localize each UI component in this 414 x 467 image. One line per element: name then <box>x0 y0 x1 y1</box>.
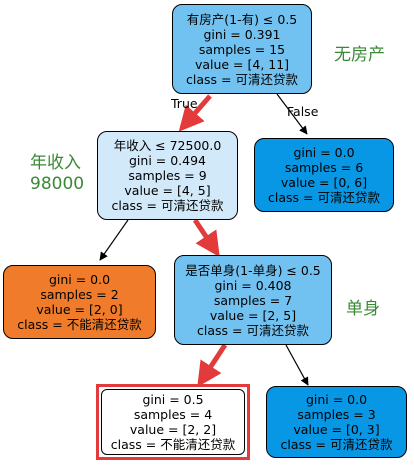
highlight-box <box>96 384 250 460</box>
node-condition: 有房产(1-有) ≤ 0.5 <box>186 11 298 27</box>
node-gini: gini = 0.391 <box>203 26 281 42</box>
tree-leaf-right-top: gini = 0.0 samples = 6 value = [0, 6] cl… <box>254 138 394 212</box>
node-samples: samples = 4 <box>133 407 213 422</box>
node-samples: samples = 7 <box>213 292 293 308</box>
node-gini: gini = 0.408 <box>214 277 292 293</box>
edge-label-false: False <box>287 104 319 119</box>
annotation-income-value: 98000 <box>30 174 85 194</box>
node-class: class = 可清还贷款 <box>197 322 309 338</box>
node-value: value = [2, 5] <box>209 307 297 323</box>
edge-single-to-leaf-bottom-left <box>197 343 228 388</box>
node-value: value = [0, 3] <box>293 422 380 437</box>
edge-label-true: True <box>171 96 198 111</box>
annotation-single: 单身 <box>346 299 380 319</box>
node-gini: gini = 0.0 <box>305 392 368 407</box>
edge-income-to-single <box>192 218 220 258</box>
edge-root-to-leaf-right <box>276 93 308 135</box>
edge-income-to-leaf-left <box>99 219 129 261</box>
node-value: value = [2, 0] <box>36 302 123 317</box>
tree-node-root: 有房产(1-有) ≤ 0.5 gini = 0.391 samples = 15… <box>172 4 312 94</box>
tree-leaf-left-mid: gini = 0.0 samples = 2 value = [2, 0] cl… <box>3 265 156 339</box>
node-class: class = 不能清还贷款 <box>110 437 236 452</box>
node-gini: gini = 0.0 <box>293 145 355 160</box>
node-class: class = 可清还贷款 <box>111 198 224 213</box>
node-condition: 年收入 ≤ 72500.0 <box>113 138 222 153</box>
tree-node-income: 年收入 ≤ 72500.0 gini = 0.494 samples = 9 v… <box>97 131 238 220</box>
node-class: class = 可清还贷款 <box>280 437 393 452</box>
node-class: class = 可清还贷款 <box>186 71 298 87</box>
node-gini: gini = 0.0 <box>48 272 111 287</box>
node-value: value = [0, 6] <box>280 175 368 190</box>
node-samples: samples = 15 <box>198 41 286 57</box>
node-samples: samples = 3 <box>297 407 376 422</box>
edge-root-to-income <box>178 94 212 132</box>
annotation-income: 年收入 <box>30 153 81 173</box>
annotation-no-house: 无房产 <box>334 45 385 65</box>
node-value: value = [4, 11] <box>194 56 290 72</box>
node-condition: 是否单身(1-单身) ≤ 0.5 <box>185 262 321 278</box>
tree-node-single: 是否单身(1-单身) ≤ 0.5 gini = 0.408 samples = … <box>174 255 332 345</box>
node-samples: samples = 6 <box>284 160 364 175</box>
tree-leaf-bottom-left: gini = 0.5 samples = 4 value = [2, 2] cl… <box>101 389 245 455</box>
node-gini: gini = 0.494 <box>128 153 206 168</box>
node-class: class = 不能清还贷款 <box>17 317 142 332</box>
edge-single-to-leaf-right <box>285 344 309 386</box>
node-samples: samples = 9 <box>128 168 207 183</box>
node-samples: samples = 2 <box>40 287 119 302</box>
node-gini: gini = 0.5 <box>142 392 204 407</box>
node-value: value = [2, 2] <box>129 422 217 437</box>
node-class: class = 可清还贷款 <box>268 190 380 205</box>
node-value: value = [4, 5] <box>124 183 211 198</box>
tree-leaf-bottom-right: gini = 0.0 samples = 3 value = [0, 3] cl… <box>266 386 407 458</box>
